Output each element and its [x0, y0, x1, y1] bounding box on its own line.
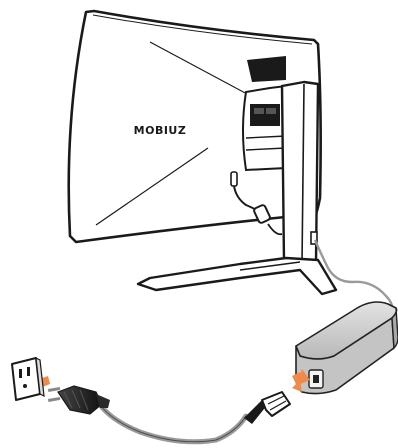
monitor-logo: MOBIUZ [134, 124, 187, 137]
outlet-plate [12, 358, 40, 400]
power-plug-icon [48, 386, 110, 414]
stand-base [138, 258, 336, 294]
c5-connector-icon [244, 392, 290, 424]
dc-jack [231, 172, 237, 186]
wall-outlet-icon [12, 358, 44, 400]
power-adapter-icon [296, 302, 398, 394]
port-housing [243, 86, 286, 170]
monitor-top-block [247, 56, 286, 82]
